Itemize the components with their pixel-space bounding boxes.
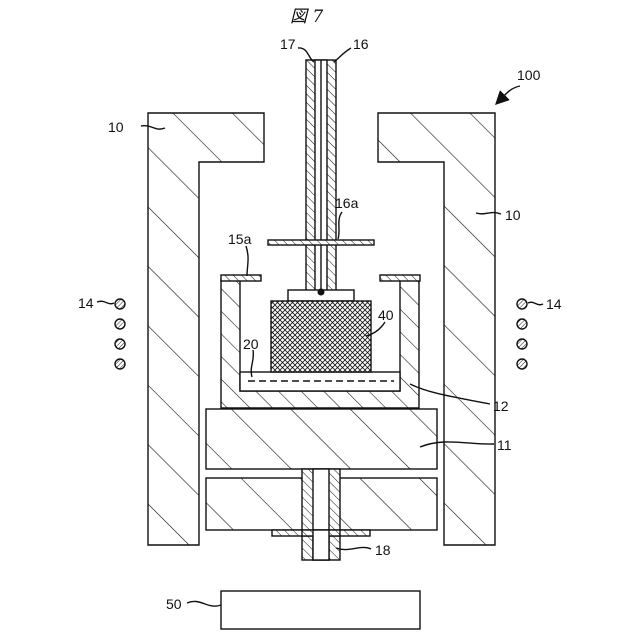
heater-coils-left: [115, 299, 125, 369]
label-chamber-left: 10: [108, 119, 124, 135]
crucible-lid-right: [380, 275, 420, 281]
crucible-lid-left: [221, 275, 261, 281]
lower-support-right: [338, 478, 437, 530]
label-shaft-flange: 16a: [335, 195, 359, 211]
leader-lower-shaft: [336, 547, 371, 549]
leader-shaft-outer: [334, 48, 351, 62]
label-external-unit: 50: [166, 596, 182, 612]
leader-heater-right: [528, 302, 543, 305]
device-arrow: [497, 86, 520, 103]
label-heater-right: 14: [546, 296, 562, 312]
label-crystal: 40: [378, 307, 394, 323]
support: [206, 409, 437, 469]
crystal: [271, 301, 371, 372]
leader-crucible-lid: [246, 246, 248, 276]
label-device: 100: [517, 67, 541, 83]
label-shaft-inner: 17: [280, 36, 296, 52]
lower-support-left: [206, 478, 304, 530]
lower-shaft-bore-lower: [313, 530, 329, 560]
label-lower-shaft: 18: [375, 542, 391, 558]
external-unit: [221, 591, 420, 629]
label-chamber-right: 10: [505, 207, 521, 223]
label-support: 11: [497, 437, 512, 453]
label-crucible: 12: [493, 398, 509, 414]
leader-external-unit: [187, 601, 221, 606]
label-solution: 20: [243, 336, 259, 352]
heater-coils-right: [517, 299, 527, 369]
figure-title: 図 7: [290, 7, 323, 27]
label-crucible-lid: 15a: [228, 231, 252, 247]
shaft-flange: [268, 240, 374, 245]
label-shaft-outer: 16: [353, 36, 369, 52]
leader-heater-left: [97, 301, 114, 304]
label-heater-left: 14: [78, 295, 94, 311]
seed-crystal: [318, 289, 325, 296]
leader-shaft-flange: [338, 212, 342, 239]
